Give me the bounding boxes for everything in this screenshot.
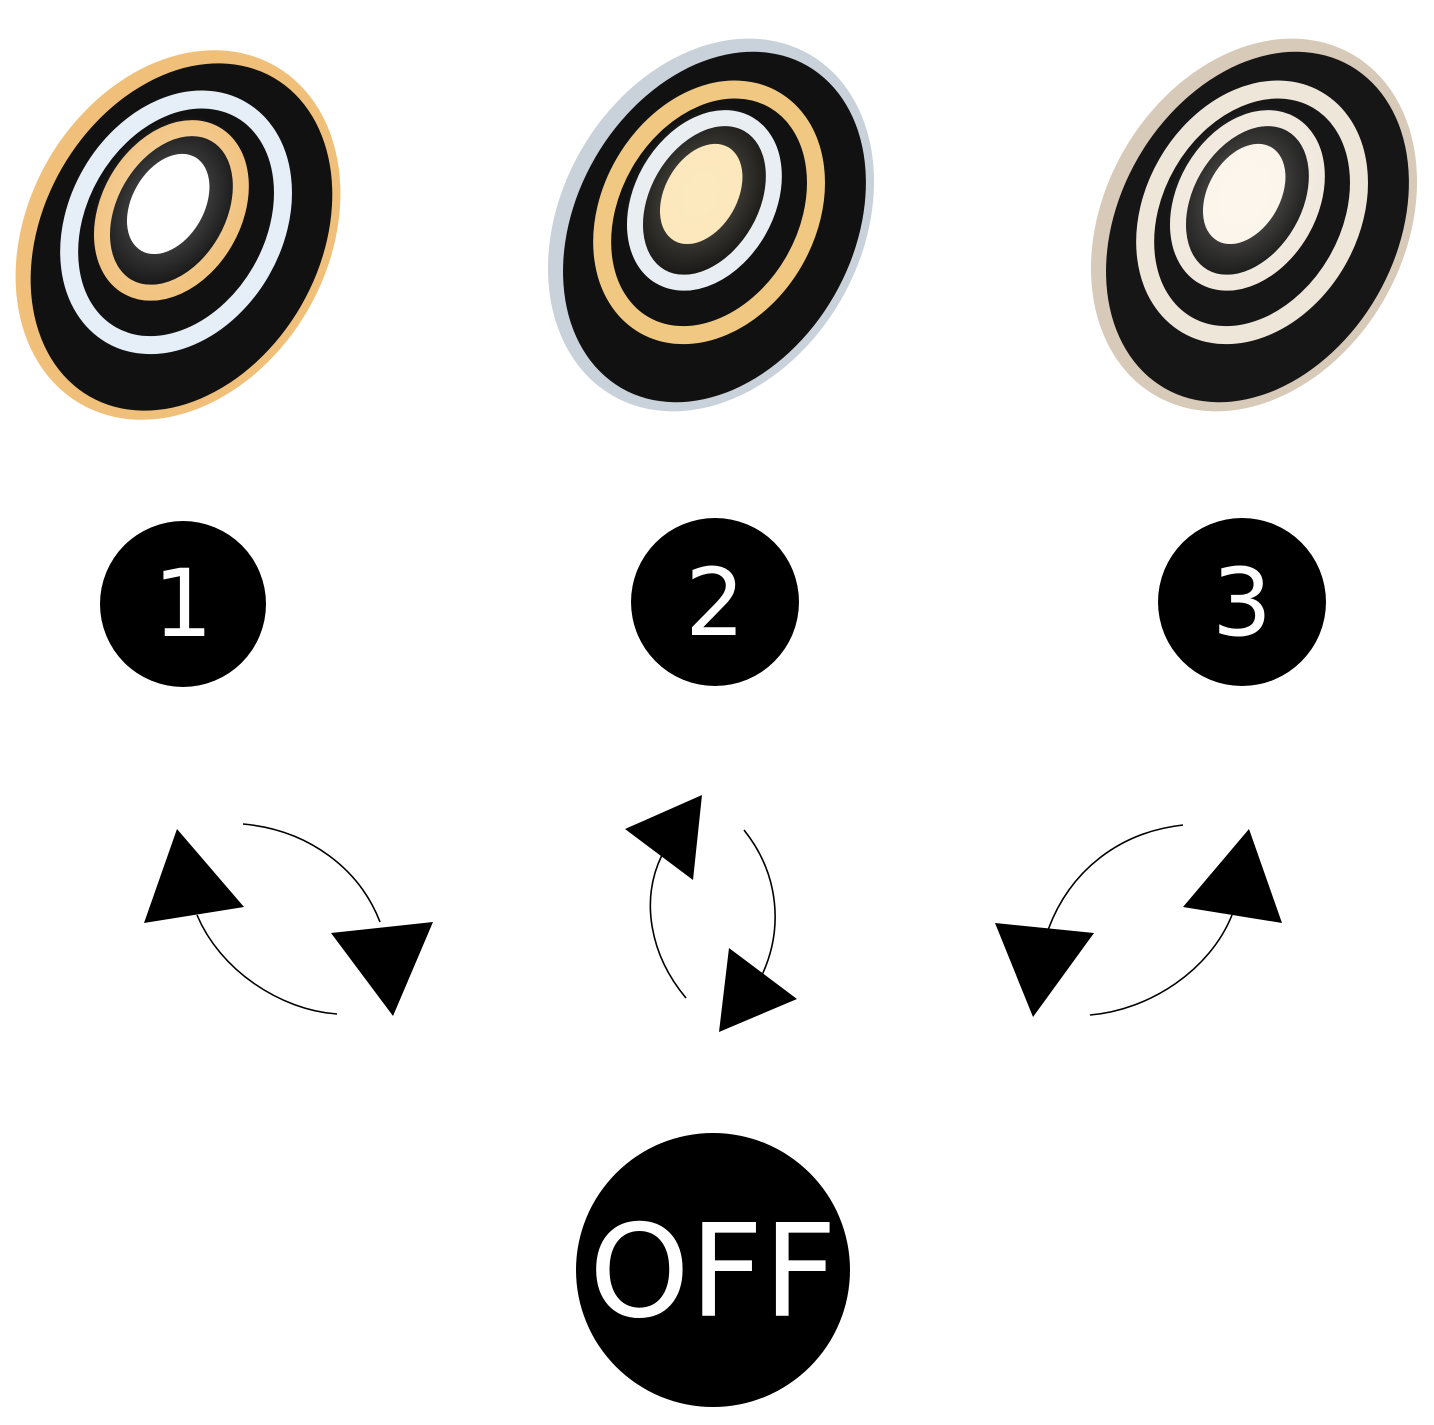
lamp-mode-2 <box>547 38 875 412</box>
mode-1-badge-label: 1 <box>153 550 213 659</box>
arrowhead-2-down-icon <box>719 948 797 1032</box>
mode-2-badge: 2 <box>631 518 799 686</box>
arrowhead-1-down-icon <box>331 922 433 1016</box>
cycle-arc-3-bottom <box>1089 914 1233 1016</box>
arrowhead-1-up-icon <box>144 829 244 923</box>
cycle-arrows-3 <box>995 824 1282 1017</box>
lamp-1-glow <box>91 114 246 294</box>
lamp-mode-1 <box>15 50 341 420</box>
lamp-3-middle-ring <box>1136 80 1368 345</box>
lamp-3-glow <box>1167 104 1322 284</box>
mode-2-badge-circle <box>631 518 799 686</box>
mode-3-badge-label: 3 <box>1212 549 1272 658</box>
mode-3-badge: 3 <box>1158 518 1326 686</box>
mode-3-badge-circle <box>1158 518 1326 686</box>
off-badge-label: OFF <box>589 1198 837 1347</box>
cycle-arrows-1 <box>144 823 433 1016</box>
cycle-arc-2-left <box>649 854 687 999</box>
arrowhead-3-down-icon <box>995 923 1094 1017</box>
off-badge-circle <box>576 1133 850 1407</box>
mode-2-badge-label: 2 <box>685 549 745 658</box>
lamp-2-glow <box>624 104 779 284</box>
mode-1-badge-circle <box>100 521 266 687</box>
lamp-mode-3 <box>1090 38 1418 412</box>
cycle-arc-2-right <box>743 829 776 976</box>
lamp-2-middle-ring <box>593 80 825 345</box>
cycle-arc-3-top <box>1047 824 1184 931</box>
lamp-1-middle-ring <box>60 90 292 355</box>
arrowhead-2-up-icon <box>625 795 702 880</box>
cycle-arrows-2 <box>625 795 797 1032</box>
cycle-arc-1-top <box>242 823 381 923</box>
arrowhead-3-up-icon <box>1183 829 1282 923</box>
cycle-arc-1-bottom <box>196 914 338 1015</box>
off-badge: OFF <box>576 1133 850 1407</box>
mode-1-badge: 1 <box>100 521 266 687</box>
